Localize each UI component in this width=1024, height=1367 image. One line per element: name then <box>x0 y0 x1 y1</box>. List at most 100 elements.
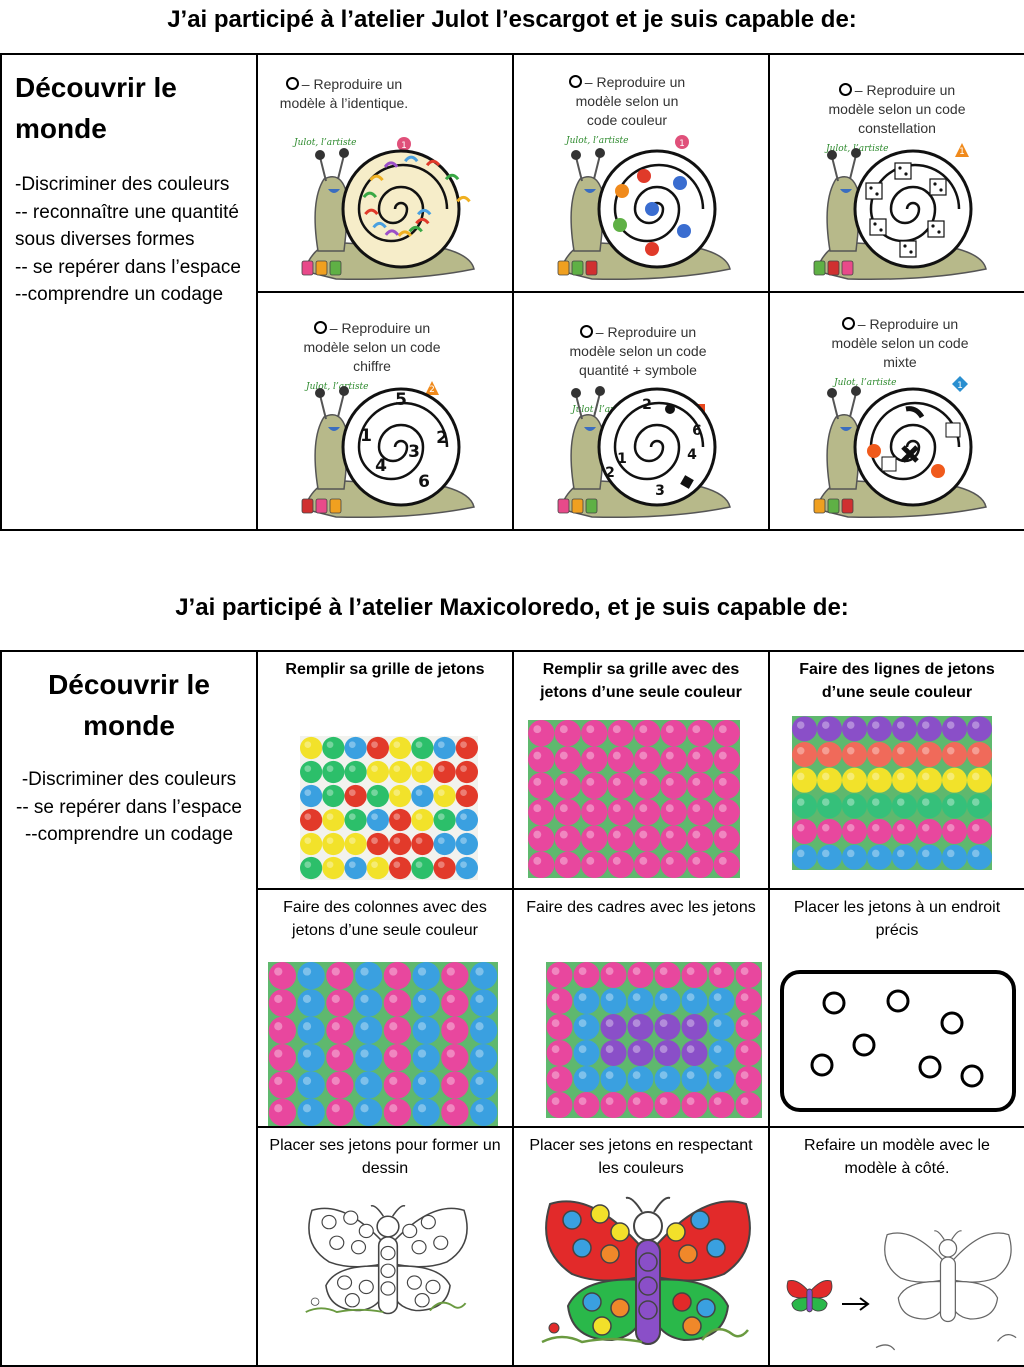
dice-face <box>929 178 947 196</box>
shell-spiral <box>613 163 705 243</box>
token <box>528 772 555 799</box>
snail-eye <box>827 150 837 160</box>
card-caption-text: – Reproduire un modèle à l’identique. <box>279 76 409 111</box>
token <box>297 1044 325 1072</box>
board-background <box>300 736 478 880</box>
token <box>713 772 740 799</box>
snail-illustration <box>813 386 987 519</box>
snail-card-cell: – Reproduire un modèle selon un code cou… <box>512 53 770 293</box>
token <box>792 793 817 819</box>
token <box>654 962 681 988</box>
token <box>344 856 367 880</box>
butterfly-spot <box>610 1222 630 1242</box>
paint-pot <box>557 498 570 514</box>
snail-eye <box>571 388 581 398</box>
token <box>817 793 842 819</box>
level-badge-icon: 1 <box>952 376 968 392</box>
token <box>892 716 917 742</box>
token <box>634 799 661 826</box>
token <box>687 799 714 826</box>
butterfly-spot <box>592 1316 612 1336</box>
token <box>411 784 434 808</box>
token <box>713 746 740 773</box>
token <box>326 1098 354 1125</box>
card-caption: – Reproduire un modèle selon un code chi… <box>302 319 442 376</box>
token <box>383 989 412 1017</box>
card-caption-text: – Reproduire un modèle selon un code qua… <box>569 324 707 378</box>
spot-ring <box>960 1064 984 1088</box>
token <box>412 1098 440 1125</box>
snail-eye <box>339 386 349 396</box>
snail-antenna <box>575 394 583 420</box>
snail-card-cell: – Reproduire un modèle selon un code con… <box>768 53 1024 293</box>
board-background <box>792 716 992 870</box>
snail-hat <box>840 427 852 431</box>
token <box>433 784 456 808</box>
token <box>942 742 967 767</box>
token <box>713 799 740 826</box>
atelier2-heading: J’ai participé à l’atelier Maxicoloredo,… <box>175 594 849 621</box>
board-background <box>268 962 498 1125</box>
butterfly-spot <box>344 1293 360 1308</box>
token <box>942 844 967 870</box>
token <box>654 988 681 1014</box>
token <box>627 988 654 1014</box>
butterfly-spot <box>696 1298 716 1318</box>
token <box>412 989 440 1017</box>
token <box>600 1040 627 1066</box>
token <box>268 1071 297 1099</box>
butterfly-spot <box>562 1210 582 1230</box>
token <box>546 1040 573 1066</box>
token <box>867 844 892 870</box>
token <box>354 1098 383 1125</box>
activity-cell: Remplir sa grille avec des jetons d’une … <box>512 650 770 890</box>
snail-antenna <box>593 392 601 418</box>
badge-number: 1 <box>679 139 685 149</box>
butterfly-spot <box>406 1275 422 1290</box>
token <box>354 1044 383 1072</box>
token <box>817 716 842 742</box>
snail-hat <box>584 427 596 431</box>
token <box>600 1092 627 1118</box>
token <box>441 1098 469 1125</box>
token <box>792 819 817 844</box>
token <box>411 832 434 856</box>
token <box>967 844 992 870</box>
token <box>322 760 345 784</box>
token <box>867 793 892 819</box>
token <box>627 1092 654 1118</box>
snail-card-cell: – Reproduire un modèle selon un code chi… <box>256 291 514 531</box>
badge-number: 2 <box>429 385 435 395</box>
paint-pot <box>571 260 584 276</box>
token <box>326 1016 354 1044</box>
shell-stroke <box>425 159 441 167</box>
token <box>792 716 817 742</box>
token <box>344 784 367 808</box>
token <box>607 746 634 773</box>
shell-stroke <box>397 230 413 237</box>
paint-pot <box>585 260 598 276</box>
color-dot <box>637 169 651 183</box>
activity-cell: Remplir sa grille de jetons <box>256 650 514 890</box>
paint-pot <box>841 260 854 276</box>
shell-stroke <box>456 195 471 203</box>
token <box>967 793 992 819</box>
shell-stroke <box>444 173 460 181</box>
token <box>366 856 389 880</box>
token <box>322 856 345 880</box>
shell-digit: 2 <box>642 397 652 413</box>
token <box>297 962 325 990</box>
token <box>455 856 478 880</box>
token <box>469 989 498 1017</box>
snail-shell <box>341 387 461 507</box>
shell-stroke <box>408 225 423 233</box>
token <box>681 962 708 988</box>
activity-caption: Refaire un modèle avec le modèle à côté. <box>804 1137 990 1177</box>
snail-antenna <box>319 156 327 182</box>
token <box>627 1014 654 1040</box>
activity-caption: Faire des cadres avec les jetons <box>526 899 756 916</box>
token <box>366 832 389 856</box>
token <box>660 851 687 878</box>
atelier1-domain-cell: Découvrir le monde -Discriminer des coul… <box>0 53 258 531</box>
token <box>892 767 917 793</box>
